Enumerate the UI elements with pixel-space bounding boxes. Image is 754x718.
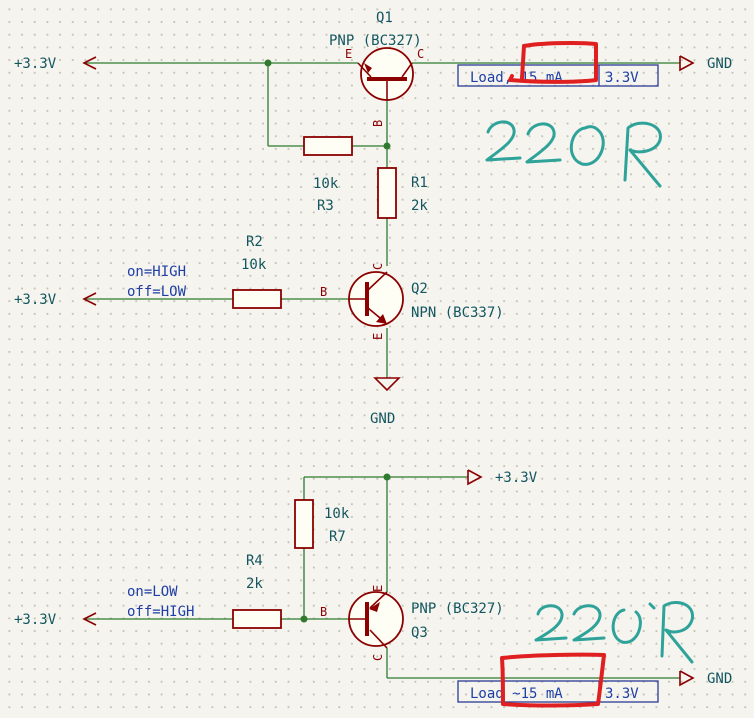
note-bottom-line2: off=HIGH [127, 604, 194, 620]
q2-pin-c: C [371, 263, 385, 270]
note-bottom-line1: on=LOW [127, 584, 178, 600]
net-label-3v3-bottom-top: +3.3V [467, 469, 538, 486]
resistor-r4: R4 2k [232, 553, 282, 629]
net-label-text: GND [370, 411, 395, 427]
note-top-line1: on=HIGH [127, 264, 186, 280]
load-bottom-voltage: 3.3V [605, 686, 639, 702]
gnd-symbol-q2: GND [370, 377, 401, 427]
handwritten-220r-bottom [534, 601, 694, 664]
q2-value: NPN (BC337) [411, 305, 504, 321]
net-label-text: GND [707, 56, 732, 72]
net-label-text: +3.3V [14, 292, 57, 308]
q1-value: PNP (BC327) [329, 33, 422, 49]
q1-pin-e: E [345, 47, 352, 61]
net-label-gnd-bottom: GND [679, 670, 732, 687]
red-markup-top [508, 40, 598, 84]
q2-pin-e: E [371, 333, 385, 340]
net-label-text: +3.3V [14, 56, 57, 72]
net-label-text: GND [707, 671, 732, 687]
net-label-3v3-mid-left: +3.3V [14, 292, 97, 308]
load-bottom-label: Load ~15 mA [470, 686, 563, 702]
q1-pin-c: C [417, 47, 424, 61]
top-wires [84, 59, 680, 378]
handwritten-220r-top [485, 120, 662, 188]
load-bottom: Load ~15 mA 3.3V [457, 680, 659, 703]
net-label-text: +3.3V [495, 470, 538, 486]
r2-ref: R2 [246, 234, 263, 250]
q3-value: PNP (BC327) [411, 601, 504, 617]
r3-ref: R3 [317, 198, 334, 214]
q1-ref: Q1 [376, 10, 393, 26]
r1-value: 2k [411, 198, 428, 214]
bottom-wires [84, 473, 680, 679]
transistor-q1: Q1 PNP (BC327) E C B [329, 10, 424, 127]
q1-pin-b: B [371, 120, 385, 127]
r3-value: 10k [313, 176, 339, 192]
r4-ref: R4 [246, 553, 263, 569]
q3-pin-e: E [371, 585, 385, 592]
resistor-r1: R1 2k [377, 167, 428, 219]
resistor-r2: R2 10k [232, 234, 282, 309]
r4-value: 2k [246, 576, 263, 592]
r7-ref: R7 [329, 529, 346, 545]
transistor-q3: B E C PNP (BC327) Q3 [320, 585, 504, 661]
resistor-r3: 10k R3 [303, 136, 353, 214]
load-top-voltage: 3.3V [605, 70, 639, 86]
net-label-text: +3.3V [14, 612, 57, 628]
note-top: on=HIGH off=LOW [127, 264, 187, 300]
net-label-3v3-top-left: +3.3V [14, 56, 97, 72]
q2-pin-b: B [320, 285, 327, 299]
net-label-gnd-top: GND [679, 55, 732, 72]
r1-ref: R1 [411, 175, 428, 191]
note-bottom: on=LOW off=HIGH [127, 584, 194, 620]
q3-pin-b: B [320, 605, 327, 619]
note-top-line2: off=LOW [127, 284, 187, 300]
net-label-3v3-bottom-left: +3.3V [14, 612, 97, 628]
r2-value: 10k [241, 257, 267, 273]
q3-ref: Q3 [411, 625, 428, 641]
resistor-r7: 10k R7 [294, 499, 350, 549]
red-markup-bottom [500, 652, 606, 708]
transistor-q2: B C E Q2 NPN (BC337) [320, 263, 504, 340]
r7-value: 10k [324, 506, 350, 522]
q3-pin-c: C [371, 654, 385, 661]
q2-ref: Q2 [411, 281, 428, 297]
